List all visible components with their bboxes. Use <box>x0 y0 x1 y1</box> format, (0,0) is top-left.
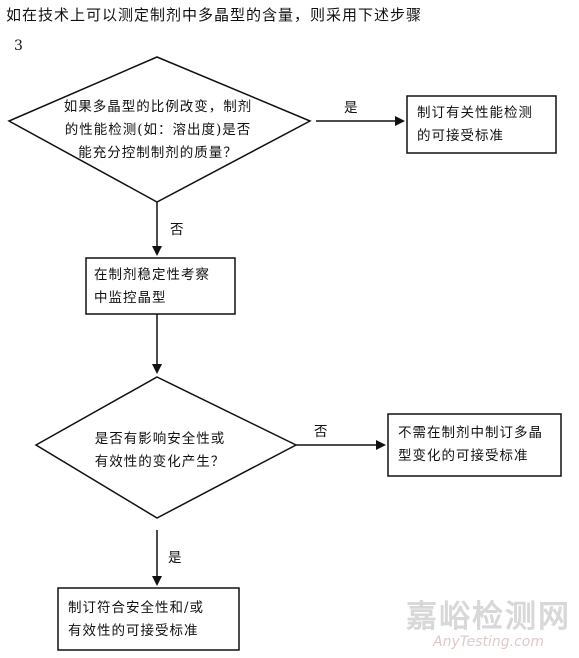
yes-label-2: 是 <box>168 550 182 566</box>
no-label-1: 否 <box>170 222 184 238</box>
box-performance-line1: 制订有关性能检测 <box>417 105 533 121</box>
box-final-line2: 有效性的可接受标准 <box>68 623 199 639</box>
decision2-text: 是否有影响安全性或 有效性的变化产生？ <box>70 428 250 474</box>
box-not-needed-frame <box>387 413 562 477</box>
no-label-2: 否 <box>314 424 328 440</box>
box-not-needed-text: 不需在制剂中制订多晶 型变化的可接受标准 <box>398 422 558 468</box>
box-not-needed-line1: 不需在制剂中制订多晶 <box>398 425 543 441</box>
yes-label-1: 是 <box>344 100 358 116</box>
box-final-frame <box>57 587 240 651</box>
box-performance-frame <box>406 95 557 154</box>
box-monitor-frame <box>85 257 236 315</box>
decision1-line3: 能充分控制制剂的质量？ <box>78 145 238 161</box>
decision2-diamond <box>34 376 298 519</box>
box-final-text: 制订符合安全性和/或 有效性的可接受标准 <box>68 597 238 643</box>
step-number: 3 <box>14 38 23 54</box>
decision2-line1: 是否有影响安全性或 <box>94 431 226 447</box>
watermark-en: AnyTesting.com <box>433 634 544 650</box>
watermark-cn: 嘉峪检测网 <box>406 599 571 635</box>
page-heading: 如在技术上可以测定制剂中多晶型的含量，则采用下述步骤 <box>6 6 423 24</box>
watermark: 嘉峪检测网 AnyTesting.com <box>406 600 571 650</box>
decision1-line1: 如果多晶型的比例改变，制剂 <box>63 99 253 115</box>
box-performance-line2: 的可接受标准 <box>417 128 504 144</box>
box-monitor-line1: 在制剂稳定性考察 <box>94 267 210 283</box>
box-monitor-line2: 中监控晶型 <box>94 290 167 306</box>
decision2-line2: 有效性的变化产生？ <box>94 454 226 470</box>
box-monitor-text: 在制剂稳定性考察 中监控晶型 <box>94 264 230 310</box>
decision1-line2: 的性能检测(如：溶出度)是否 <box>64 122 252 138</box>
box-not-needed-line2: 型变化的可接受标准 <box>398 448 529 464</box>
box-performance-text: 制订有关性能检测 的可接受标准 <box>417 102 553 148</box>
decision1-text: 如果多晶型的比例改变，制剂 的性能检测(如：溶出度)是否 能充分控制制剂的质量？ <box>40 96 276 165</box>
box-final-line1: 制订符合安全性和/或 <box>68 600 205 616</box>
